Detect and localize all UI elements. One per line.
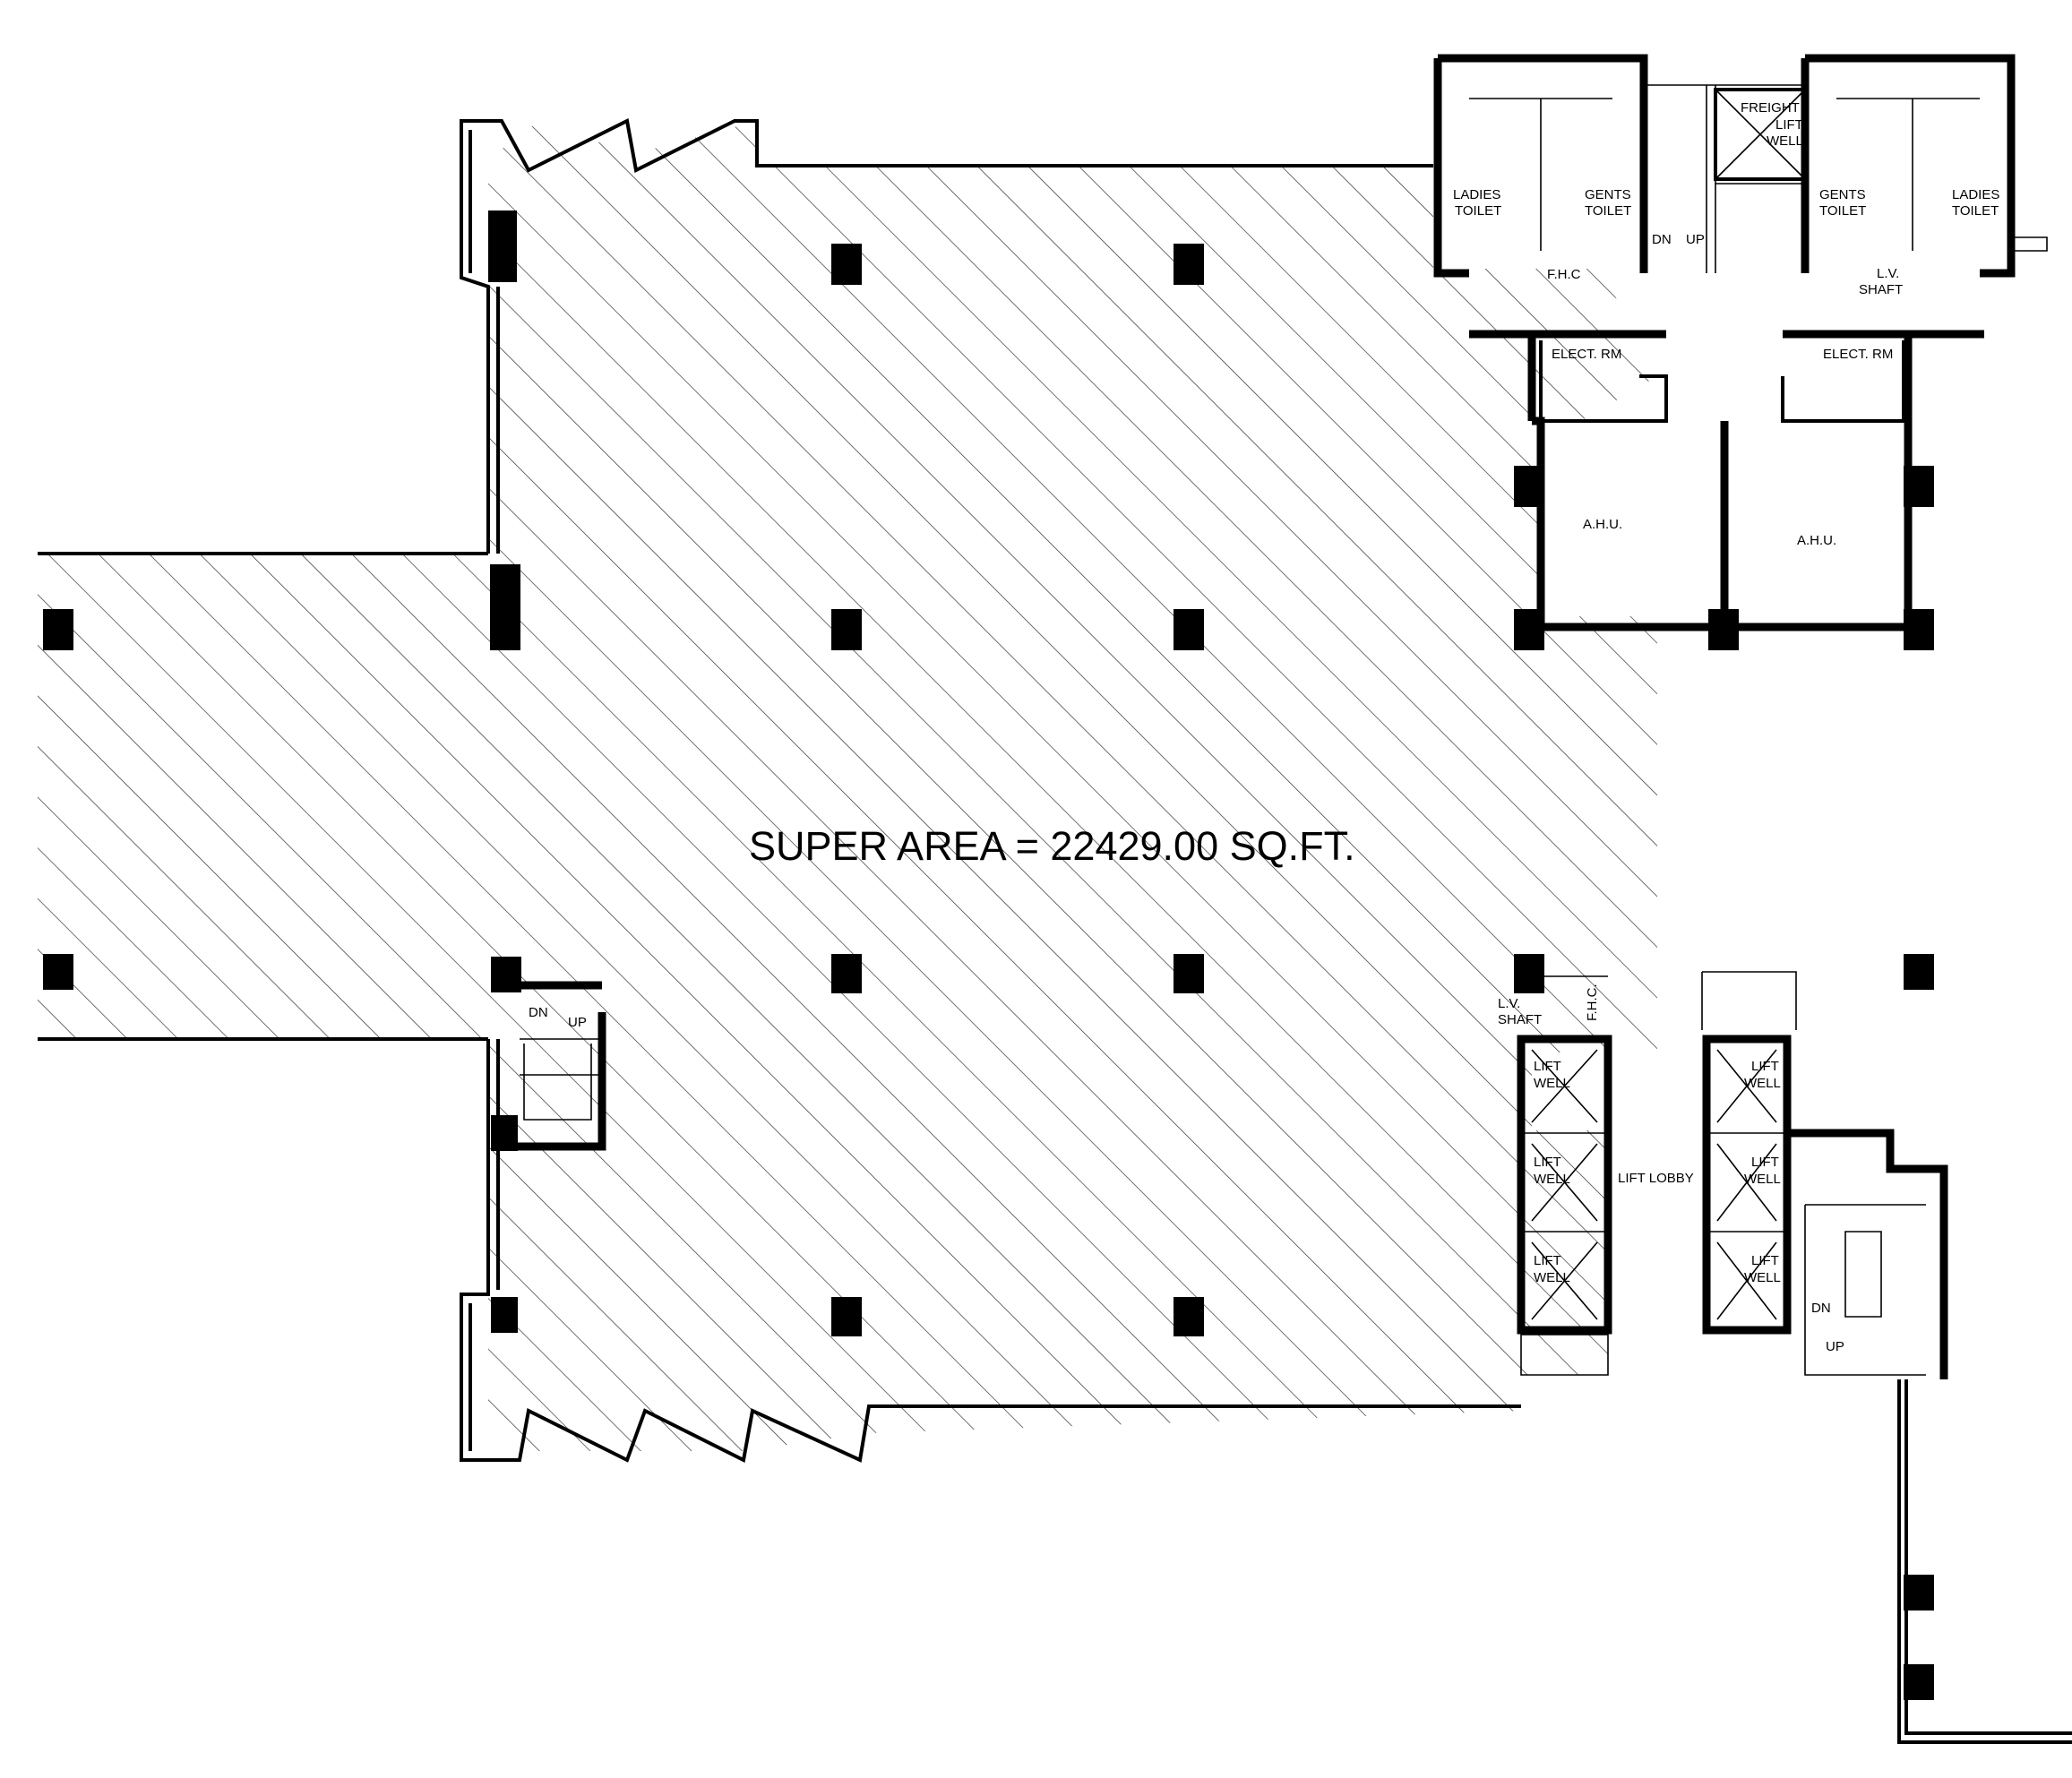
freight-lift-label-3: WELL	[1767, 133, 1803, 149]
ladies-toilet-right-label: LADIES	[1952, 187, 1999, 202]
freight-lift-cross	[1715, 89, 1806, 180]
right-wing-wall	[1897, 1379, 2072, 1744]
lift-lobby-label: LIFT LOBBY	[1618, 1171, 1694, 1186]
ladies-toilet-left-label-2: TOILET	[1455, 203, 1501, 219]
lift-cross	[1531, 1049, 1777, 1320]
stair-left-dn-label: DN	[529, 1005, 548, 1020]
gents-toilet-left-label: GENTS	[1585, 187, 1631, 202]
stair-top-dn-label: DN	[1652, 232, 1672, 247]
lift-well-6-label: LIFT	[1751, 1253, 1779, 1268]
lift-well-4-label: LIFT	[1751, 1059, 1779, 1074]
stair-top-up-label: UP	[1686, 232, 1705, 247]
ahu-walls	[1469, 330, 1984, 631]
lv-shaft-bottom-label-2: SHAFT	[1498, 1012, 1542, 1027]
lift-well-1-label: LIFT	[1534, 1059, 1561, 1074]
stair-right-up-label: UP	[1826, 1339, 1844, 1354]
lift-well-4-label-2: WELL	[1744, 1076, 1781, 1091]
lift-well-3-label: LIFT	[1534, 1253, 1561, 1268]
super-area-hatch	[38, 121, 1657, 1451]
lift-well-1-label-2: WELL	[1534, 1076, 1570, 1091]
freight-lift-label-1: FREIGHT	[1741, 100, 1800, 116]
stair-left-up-label: UP	[568, 1015, 587, 1030]
freight-lift-well-box	[1714, 88, 1807, 181]
outer-wall-bottom	[460, 1039, 1521, 1463]
structural-columns	[43, 210, 1934, 1700]
elect-rm-walls	[1539, 340, 1905, 423]
freight-lift-label-2: LIFT	[1775, 117, 1803, 133]
lv-shaft-bottom-label: L.V.	[1498, 996, 1520, 1011]
lift-well-3-label-2: WELL	[1534, 1270, 1570, 1285]
stair-right-dn-label: DN	[1811, 1301, 1831, 1316]
inner-wall-left	[469, 130, 500, 1451]
lift-core-wall	[1517, 1035, 1948, 1379]
lift-well-2-label: LIFT	[1534, 1155, 1561, 1170]
lift-core-thin	[1520, 971, 1797, 1376]
elect-rm-left-label: ELECT. RM	[1552, 347, 1621, 362]
lift-well-2-label-2: WELL	[1534, 1172, 1570, 1187]
lift-well-5-label-2: WELL	[1744, 1172, 1781, 1187]
ladies-toilet-right-label-2: TOILET	[1952, 203, 1999, 219]
gents-toilet-right-label-2: TOILET	[1819, 203, 1866, 219]
ladies-toilet-left-label: LADIES	[1453, 187, 1500, 202]
super-area-label: SUPER AREA = 22429.00 SQ.FT.	[749, 823, 1355, 869]
stair-left-thin	[520, 1038, 600, 1121]
gents-toilet-right-label: GENTS	[1819, 187, 1866, 202]
outer-wall	[38, 118, 1433, 1041]
fhc-top-label: F.H.C	[1547, 267, 1581, 282]
ahu-left-label: A.H.U.	[1583, 517, 1622, 532]
elect-rm-right-label: ELECT. RM	[1823, 347, 1893, 362]
stair-left	[515, 981, 606, 1151]
lv-shaft-top-label: L.V.	[1877, 266, 1899, 281]
fhc-bottom-label: F.H.C.	[1585, 983, 1600, 1021]
lv-shaft-top-label-2: SHAFT	[1859, 282, 1903, 297]
ahu-right-label: A.H.U.	[1797, 533, 1836, 548]
lift-well-6-label-2: WELL	[1744, 1270, 1781, 1285]
lift-well-5-label: LIFT	[1751, 1155, 1779, 1170]
stair-bottom-right	[1804, 1204, 1926, 1376]
gents-toilet-left-label-2: TOILET	[1585, 203, 1631, 219]
core-top-wall	[1433, 54, 2016, 278]
